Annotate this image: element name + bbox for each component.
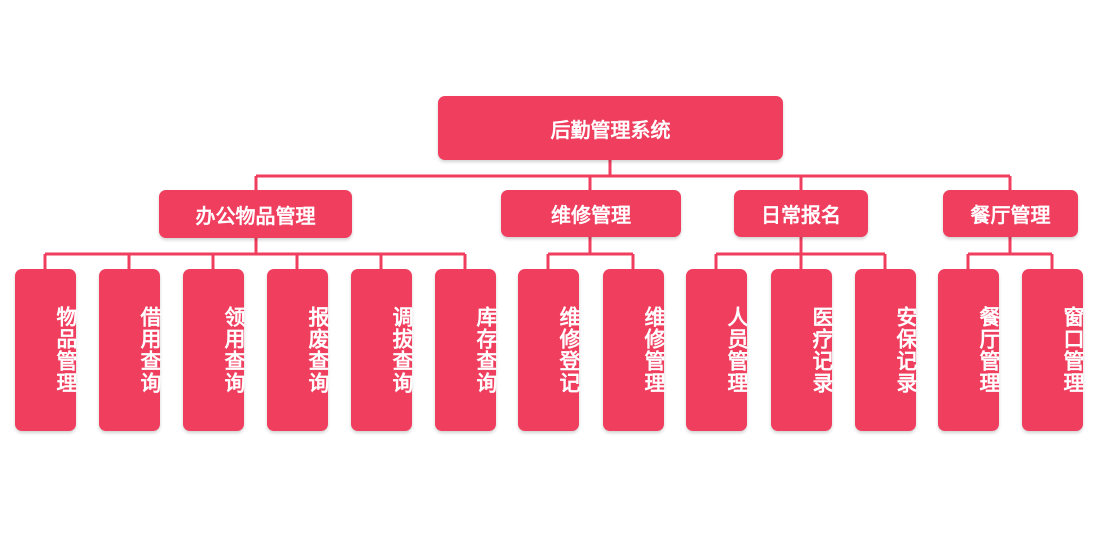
leaf-node-requisition-query: 领用查询 xyxy=(183,269,246,431)
leaf-node-transfer-query: 调拔查询 xyxy=(351,269,414,431)
leaf-node-repair-registration: 维修登记 xyxy=(518,269,581,431)
leaf-node-canteen-management: 餐厅管理 xyxy=(938,269,1001,431)
branch-node-canteen: 餐厅管理 xyxy=(943,190,1078,237)
branch-node-maintenance: 维修管理 xyxy=(501,190,681,237)
leaf-node-window-management: 窗口管理 xyxy=(1022,269,1085,431)
leaf-node-item-management: 物品管理 xyxy=(15,269,78,431)
leaf-node-borrow-query: 借用查询 xyxy=(99,269,162,431)
leaf-node-personnel-management: 人员管理 xyxy=(686,269,749,431)
leaf-node-medical-records: 医疗记录 xyxy=(771,269,834,431)
branch-node-daily-signup: 日常报名 xyxy=(734,190,868,237)
branch-node-office-supplies: 办公物品管理 xyxy=(159,190,352,238)
leaf-node-scrap-query: 报废查询 xyxy=(267,269,330,431)
leaf-node-inventory-query: 库存查询 xyxy=(435,269,498,431)
root-node: 后勤管理系统 xyxy=(438,96,783,160)
leaf-node-security-records: 安保记录 xyxy=(855,269,918,431)
leaf-node-repair-management: 维修管理 xyxy=(603,269,666,431)
